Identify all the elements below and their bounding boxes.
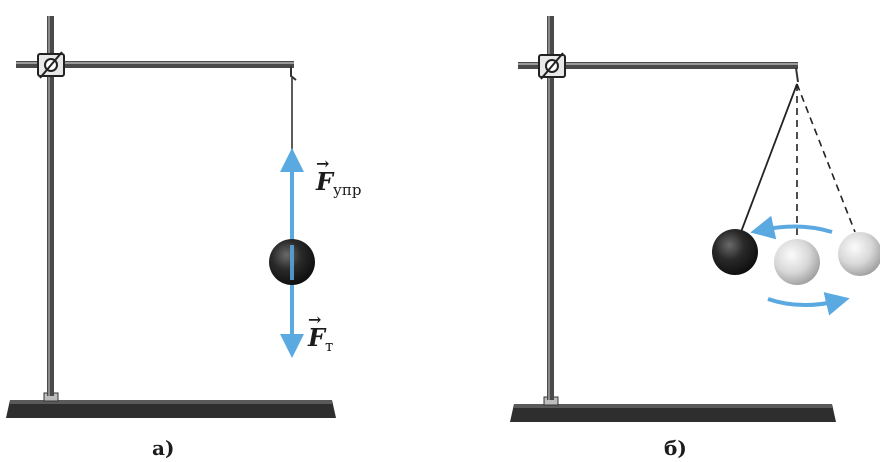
caption-b: б) (664, 436, 687, 460)
stand-b-arm (518, 62, 798, 69)
stand-a-rod (47, 16, 54, 396)
swing-arrow-left (750, 215, 833, 240)
ball-b-right (838, 232, 880, 276)
vector-arrow-icon: → (308, 310, 322, 329)
force-gravity-label: → Fт (308, 310, 334, 355)
stand-a-hook (290, 66, 297, 81)
stand-b (510, 16, 836, 422)
stand-a-clamp (37, 51, 65, 79)
swing-arrow-right (767, 292, 850, 316)
string-b-solid (740, 83, 798, 233)
ball-b-left (712, 229, 758, 275)
force-elastic-label: → Fупр (316, 154, 362, 199)
caption-a: а) (152, 436, 175, 460)
ball-b-center (774, 239, 820, 285)
stand-b-hook (795, 67, 799, 83)
stand-b-clamp (538, 52, 566, 80)
stand-b-rod (547, 16, 554, 400)
stand-a (6, 16, 336, 418)
stand-a-arm (16, 61, 294, 68)
vector-arrow-icon: → (316, 154, 330, 173)
stand-b-base (510, 404, 836, 422)
stand-a-base (6, 400, 336, 418)
string-b-dashed-right (796, 83, 856, 233)
